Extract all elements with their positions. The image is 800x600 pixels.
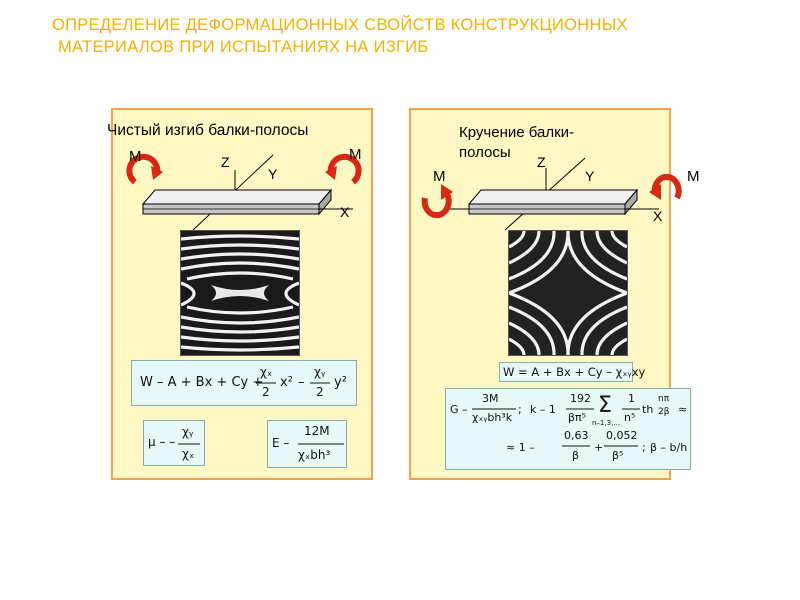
torsion-arrow-right-head (649, 184, 661, 200)
torsion-arrow-right-icon (651, 173, 682, 200)
axis-z-label: Z (221, 154, 230, 170)
formula-th: th (642, 403, 654, 416)
torsion-beam-diagram (421, 157, 682, 231)
formula-w-torsion: W = A + Bx + Cy – χₓᵧxy (503, 365, 646, 379)
formula-g-num: 3M (482, 392, 499, 405)
pure-bending-caption: Чистый изгиб балки-полосы (107, 122, 309, 139)
beam-top-face (467, 189, 639, 205)
title-line-1: ОПРЕДЕЛЕНИЕ ДЕФОРМАЦИОННЫХ СВОЙСТВ КОНСТ… (52, 16, 628, 34)
formula-plus: + (594, 441, 604, 454)
moment-label-left: M (129, 148, 142, 165)
formula-c2-den: β⁵ (612, 449, 624, 462)
formula-w-den2: 2 (316, 385, 324, 399)
youngs-modulus-formula: E – 12M χₓbh³ (267, 420, 347, 468)
formula-k-den: βπ⁵ (568, 411, 587, 424)
formula-w-sq2: y² (334, 375, 347, 390)
formula-k-lhs: k – 1 (530, 403, 556, 416)
torsion-caption-line-2: полосы (459, 144, 511, 161)
moment-label-left: M (433, 168, 446, 185)
formula-g-lhs: G – (450, 403, 468, 416)
torsion-caption-line-1: Кручение балки- (459, 124, 575, 141)
formula-mu-num: χᵧ (182, 425, 194, 439)
formula-w-sq1: x² (280, 375, 293, 390)
displacement-formula-torsion: W = A + Bx + Cy – χₓᵧxy (499, 362, 645, 382)
torsion-arrow-left-head (441, 184, 453, 200)
formula-g-den: χₓᵧbh³k (472, 411, 513, 424)
formula-c1-num: 0,63 (564, 429, 589, 442)
moment-arrow-left-icon (126, 153, 161, 185)
formula-n-den: n⁵ (624, 411, 636, 424)
beam-top-face (141, 189, 333, 205)
formula-c1-den: β (572, 449, 580, 462)
formula-row2-lhs: ≈ 1 – (506, 441, 535, 454)
bending-fringe-pattern-image (180, 230, 300, 356)
page-title: ОПРЕДЕЛЕНИЕ ДЕФОРМАЦИОННЫХ СВОЙСТВ КОНСТ… (52, 14, 772, 58)
moment-label-right: M (687, 168, 700, 185)
formula-th-arg-num: nπ (658, 394, 670, 404)
formula-k-num: 192 (570, 392, 591, 405)
formula-w-minus: – (298, 375, 305, 390)
torsion-panel: Кручение балки- полосы M M Z Y X (409, 108, 700, 480)
displacement-formula-bending: W – A + Bx + Cy + χₓ 2 x² – χᵧ 2 y² (131, 360, 357, 406)
formula-sum-icon: Σ (598, 393, 612, 418)
formula-mu-lhs: μ – – (148, 435, 176, 449)
shear-modulus-formula: G – 3M χₓᵧbh³k ; k – 1 192 βπ⁵ Σ n–1,3,.… (445, 388, 691, 470)
formula-e-den: χₓbh³ (298, 448, 331, 462)
moment-arrow-right-head (325, 166, 337, 180)
formula-th-arg-den: 2β (658, 407, 670, 417)
pure-bending-panel: Чистый изгиб балки-полосы M M Z Y X (107, 108, 373, 480)
poisson-ratio-formula: μ – – χᵧ χₓ (143, 420, 205, 466)
moment-label-right: M (349, 146, 362, 163)
formula-n-num: 1 (628, 392, 635, 405)
axis-x-label: X (340, 204, 350, 220)
title-line-2: МАТЕРИАЛОВ ПРИ ИСПЫТАНИЯХ НА ИЗГИБ (58, 38, 429, 56)
formula-sep2: ; (642, 441, 646, 454)
formula-approx: ≈ (678, 403, 688, 416)
moment-arrow-left-head (151, 166, 163, 180)
formula-e-lhs: E – (272, 436, 290, 450)
moment-arrow-right-icon (327, 153, 362, 185)
axis-z-label: Z (537, 154, 546, 170)
torsion-arrow-left-icon (421, 192, 452, 219)
formula-w-num2: χᵧ (314, 365, 326, 379)
axis-x-label: X (653, 208, 663, 224)
formula-g-sep1: ; (518, 403, 522, 416)
formula-sum-sub: n–1,3,... (592, 419, 620, 427)
beam-side-face (624, 188, 638, 216)
formula-beta: β – b/h (650, 441, 688, 454)
formula-w-den1: 2 (262, 385, 270, 399)
beam-side-face (318, 188, 332, 216)
formula-e-num: 12M (304, 424, 330, 438)
formula-mu-den: χₓ (182, 447, 195, 461)
axis-y-label: Y (585, 168, 595, 184)
formula-w-lhs: W – A + Bx + Cy + (140, 375, 264, 390)
torsion-fringe-pattern-image (508, 230, 628, 356)
formula-w-num1: χₓ (260, 365, 273, 379)
axis-y-label: Y (268, 166, 278, 182)
formula-c2-num: 0,052 (606, 429, 638, 442)
pure-bending-beam-diagram (126, 153, 362, 231)
